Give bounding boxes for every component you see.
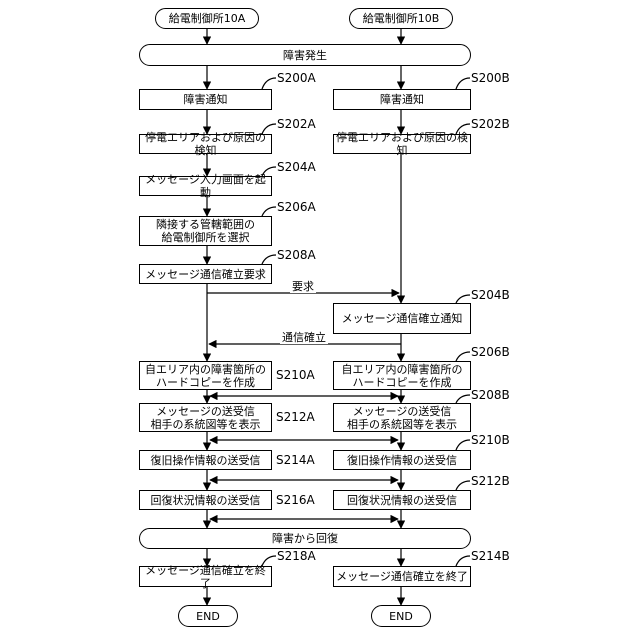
request-label: 要求 — [290, 280, 316, 293]
end-terminal-b: END — [371, 605, 431, 627]
step-label-s208b: S208B — [471, 388, 510, 402]
leader-s210b — [456, 440, 470, 450]
step-box-s208a: メッセージ通信確立要求 — [139, 264, 272, 284]
step-box-s210a: 自エリア内の障害箇所の ハードコピーを作成 — [139, 361, 272, 390]
step-box-s206a: 隣接する管轄範囲の 給電制御所を選択 — [139, 216, 272, 246]
leader-s208b — [456, 395, 470, 403]
step-box-s204a: メッセージ入力画面を起動 — [139, 176, 272, 196]
step-label-s214b: S214B — [471, 549, 510, 563]
end-terminal-a: END — [178, 605, 238, 627]
step-label-s202b: S202B — [471, 117, 510, 131]
established-label: 通信確立 — [280, 331, 328, 344]
step-label-s218a: S218A — [277, 549, 316, 563]
start-terminal-a: 給電制御所10A — [155, 8, 259, 29]
step-box-s206b: 自エリア内の障害箇所の ハードコピーを作成 — [333, 361, 471, 390]
step-label-s208a: S208A — [277, 248, 316, 262]
step-box-s214b: メッセージ通信確立を終了 — [333, 566, 471, 587]
step-label-s204b: S204B — [471, 288, 510, 302]
step-box-s212b: 回復状況情報の送受信 — [333, 490, 471, 510]
leader-s212b — [456, 481, 470, 490]
leader-s200a — [262, 78, 276, 89]
step-label-s200a: S200A — [277, 71, 316, 85]
step-label-s200b: S200B — [471, 71, 510, 85]
step-label-s210a: S210A — [276, 368, 315, 382]
fault-occurs-banner: 障害発生 — [139, 44, 471, 66]
step-label-s212a: S212A — [276, 410, 315, 424]
step-box-s212a: メッセージの送受信 相手の系統図等を表示 — [139, 403, 272, 432]
fault-recovery-banner: 障害から回復 — [139, 528, 471, 549]
step-box-s208b: メッセージの送受信 相手の系統図等を表示 — [333, 403, 471, 432]
step-box-s200a: 障害通知 — [139, 89, 272, 110]
step-box-s218a: メッセージ通信確立を終了 — [139, 566, 272, 587]
step-box-s210b: 復旧操作情報の送受信 — [333, 450, 471, 470]
leader-s214b — [456, 556, 470, 566]
leader-s200b — [456, 78, 470, 89]
step-label-s214a: S214A — [276, 453, 315, 467]
step-box-s216a: 回復状況情報の送受信 — [139, 490, 272, 510]
step-label-s210b: S210B — [471, 433, 510, 447]
step-box-s204b: メッセージ通信確立通知 — [333, 303, 471, 334]
start-terminal-b: 給電制御所10B — [349, 8, 453, 29]
step-label-s202a: S202A — [277, 117, 316, 131]
leader-s208a — [262, 255, 276, 264]
step-box-s214a: 復旧操作情報の送受信 — [139, 450, 272, 470]
step-box-s200b: 障害通知 — [333, 89, 471, 110]
step-label-s216a: S216A — [276, 493, 315, 507]
leader-s204b — [456, 295, 470, 303]
leader-s206b — [456, 352, 470, 361]
step-label-s206a: S206A — [277, 200, 316, 214]
step-box-s202a: 停電エリアおよび原因の検知 — [139, 134, 272, 154]
step-label-s204a: S204A — [277, 160, 316, 174]
step-label-s206b: S206B — [471, 345, 510, 359]
step-box-s202b: 停電エリアおよび原因の検知 — [333, 134, 471, 154]
step-label-s212b: S212B — [471, 474, 510, 488]
leader-s206a — [262, 207, 276, 216]
